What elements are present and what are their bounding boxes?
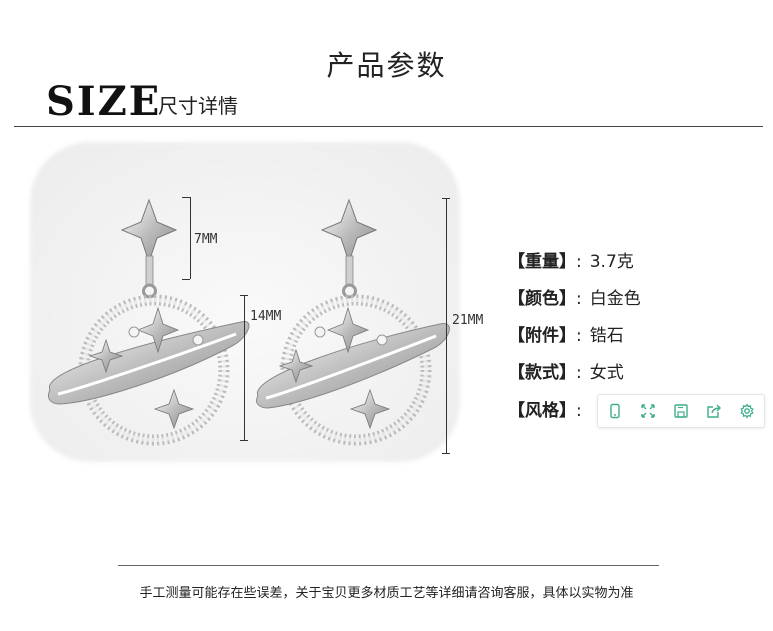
share-icon[interactable] xyxy=(704,401,724,421)
page-title: 产品参数 xyxy=(326,49,447,82)
spec-sep: : xyxy=(576,363,582,383)
settings-icon[interactable] xyxy=(737,401,757,421)
dimension-pendant-label: 14MM xyxy=(250,309,282,324)
spec-key: 【风格】 xyxy=(508,401,576,421)
spec-row-weight: 【重量】:3.7克 xyxy=(508,247,634,272)
dimension-pendant-tick-top xyxy=(240,295,248,296)
size-heading: SIZE xyxy=(46,78,162,125)
spec-sep: : xyxy=(576,326,582,346)
spec-key: 【款式】 xyxy=(508,363,576,383)
spec-value: 女式 xyxy=(589,363,624,383)
dimension-total-label: 21MM xyxy=(452,313,484,328)
dimension-star-label: 7MM xyxy=(194,232,218,247)
spec-sep: : xyxy=(576,401,582,421)
spec-key: 【颜色】 xyxy=(508,289,576,309)
dimension-pendant-tick-bottom xyxy=(240,440,248,441)
size-subheading: 尺寸详情 xyxy=(158,94,238,118)
spec-sep: : xyxy=(576,289,582,309)
spec-value: 3.7克 xyxy=(589,252,634,272)
expand-icon[interactable] xyxy=(638,401,658,421)
dimension-total-tick-bottom xyxy=(442,453,450,454)
spec-key: 【重量】 xyxy=(508,252,576,272)
spec-row-style: 【款式】: 女式 xyxy=(508,358,624,383)
dimension-total-line xyxy=(446,198,447,453)
image-toolbar xyxy=(597,394,765,428)
spec-key: 【附件】 xyxy=(508,326,576,346)
save-icon[interactable] xyxy=(671,401,691,421)
dimension-star-tick-top xyxy=(182,197,190,198)
phone-icon[interactable] xyxy=(605,401,625,421)
earring-left-image xyxy=(47,198,250,446)
dimension-star-line xyxy=(190,197,191,279)
spec-row-accessory: 【附件】: 锆石 xyxy=(508,321,624,346)
footer-note: 手工测量可能存在些误差，关于宝贝更多材质工艺等详细请咨询客服，具体以实物为准 xyxy=(139,586,634,601)
dimension-total-tick-top xyxy=(442,198,450,199)
spec-sep: : xyxy=(576,252,582,272)
earring-right-image xyxy=(255,198,450,446)
spec-value: 白金色 xyxy=(589,289,641,309)
dimension-pendant-line xyxy=(244,295,245,440)
spec-row-fashion: 【风格】: xyxy=(508,396,590,421)
top-divider xyxy=(14,126,763,127)
spec-value: 锆石 xyxy=(589,326,624,346)
bottom-divider xyxy=(118,565,659,566)
spec-row-color: 【颜色】: 白金色 xyxy=(508,284,641,309)
dimension-star-tick-bottom xyxy=(182,279,190,280)
